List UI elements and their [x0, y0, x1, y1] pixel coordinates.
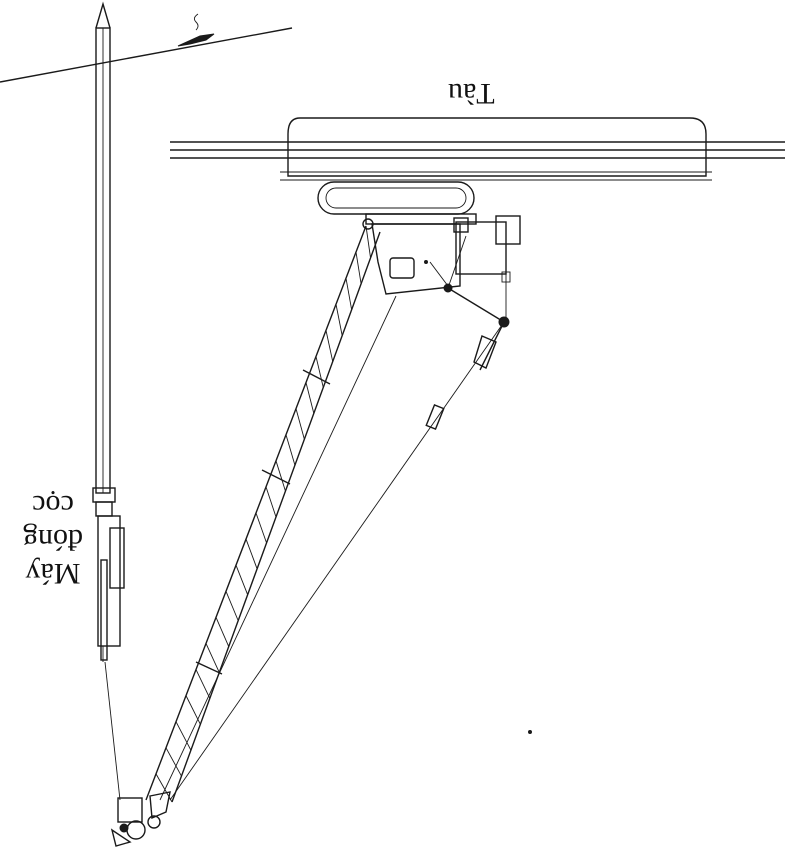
lattice-brace	[155, 773, 173, 803]
lattice-brace	[295, 408, 305, 440]
lattice-brace	[175, 721, 192, 751]
lattice-brace	[265, 486, 277, 518]
speck-mark	[528, 730, 532, 734]
crane-cab	[371, 215, 521, 318]
lattice-brace	[225, 591, 239, 621]
boom-tip	[110, 791, 171, 847]
lattice-brace	[285, 434, 296, 466]
lattice-brace	[195, 669, 211, 699]
lattice-brace	[315, 356, 324, 388]
hammer-hoist-cable	[104, 661, 121, 801]
lattice-brace	[305, 382, 315, 414]
pile-driver-label-line-3: cọc	[32, 489, 74, 522]
ship-label: Tàu	[448, 77, 495, 110]
lattice-brace	[215, 617, 230, 647]
lattice-brace	[275, 460, 286, 492]
lattice-brace	[205, 643, 220, 673]
lattice-boom	[145, 218, 381, 803]
pile	[92, 1, 116, 517]
pile-driver-label: Máy đóng cọc	[18, 488, 88, 590]
lattice-brace	[255, 512, 267, 544]
pile-driver-label-line-2: đóng	[23, 523, 83, 556]
lattice-brace	[325, 330, 334, 362]
lattice-brace	[185, 695, 201, 725]
pile-driver-label-line-1: Máy	[25, 557, 81, 590]
ship-hull	[170, 117, 785, 181]
boom-cables	[159, 295, 505, 801]
lattice-brace	[245, 538, 258, 569]
sea-surface-line	[0, 13, 293, 83]
crawler-track	[317, 181, 477, 225]
pile-driver-hammer	[97, 515, 125, 662]
lattice-brace	[335, 304, 343, 336]
a-frame	[447, 287, 510, 328]
lattice-brace	[345, 278, 353, 310]
lattice-brace	[365, 225, 371, 258]
lattice-brace	[165, 747, 182, 777]
lattice-brace	[355, 252, 362, 284]
lattice-brace	[235, 565, 249, 595]
